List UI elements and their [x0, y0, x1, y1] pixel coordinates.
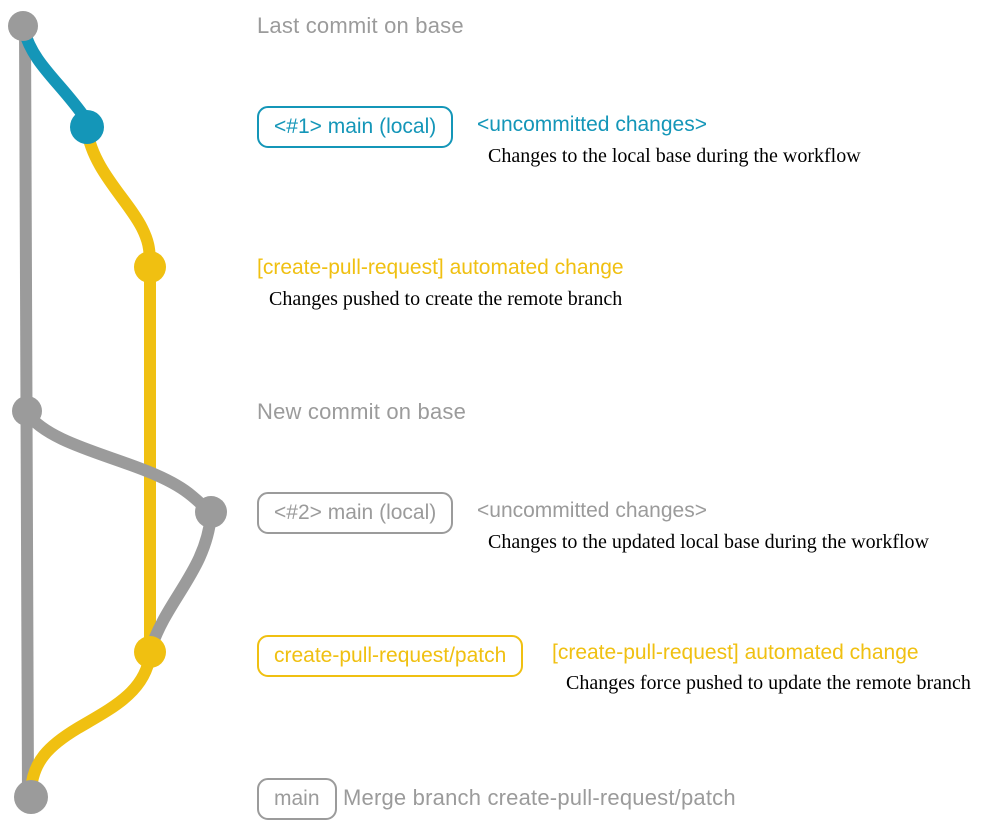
uncommitted-changes-caption-2: Changes to the updated local base during…	[488, 531, 929, 553]
git-graph	[8, 11, 227, 814]
merge-branch-label: Merge branch create-pull-request/patch	[343, 785, 736, 810]
automated-change-caption-1: Changes pushed to create the remote bran…	[269, 288, 623, 310]
new-commit-label: New commit on base	[257, 399, 467, 424]
automated-change-heading-1: [create-pull-request] automated change	[257, 256, 624, 279]
commit-patch-1	[134, 251, 166, 283]
rebase-curve-top	[21, 407, 217, 526]
branch-badge-main-local-2: <#2> main (local)	[257, 492, 454, 534]
local-commit-curve	[18, 24, 91, 124]
branch-badge-main: main	[257, 778, 337, 820]
last-commit-label: Last commit on base	[257, 13, 464, 38]
commit-local-2	[195, 496, 227, 528]
commit-new-base	[12, 396, 42, 426]
commit-local-1	[70, 110, 104, 144]
automated-change-heading-2: [create-pull-request] automated change	[552, 641, 919, 664]
commit-merge	[14, 780, 48, 814]
uncommitted-changes-heading-1: <uncommitted changes>	[477, 113, 707, 136]
uncommitted-changes-caption-1: Changes to the local base during the wor…	[488, 145, 861, 167]
branch-badge-patch: create-pull-request/patch	[257, 635, 524, 677]
merge-curve	[25, 649, 156, 796]
branch-badge-main-local-1: <#1> main (local)	[257, 106, 454, 148]
patch-branch-curve	[81, 124, 156, 271]
commit-last-base	[8, 11, 38, 41]
rebase-curve-bottom	[145, 509, 217, 654]
automated-change-caption-2: Changes force pushed to update the remot…	[566, 672, 971, 694]
uncommitted-changes-heading-2: <uncommitted changes>	[477, 499, 707, 522]
commit-patch-2	[134, 636, 166, 668]
